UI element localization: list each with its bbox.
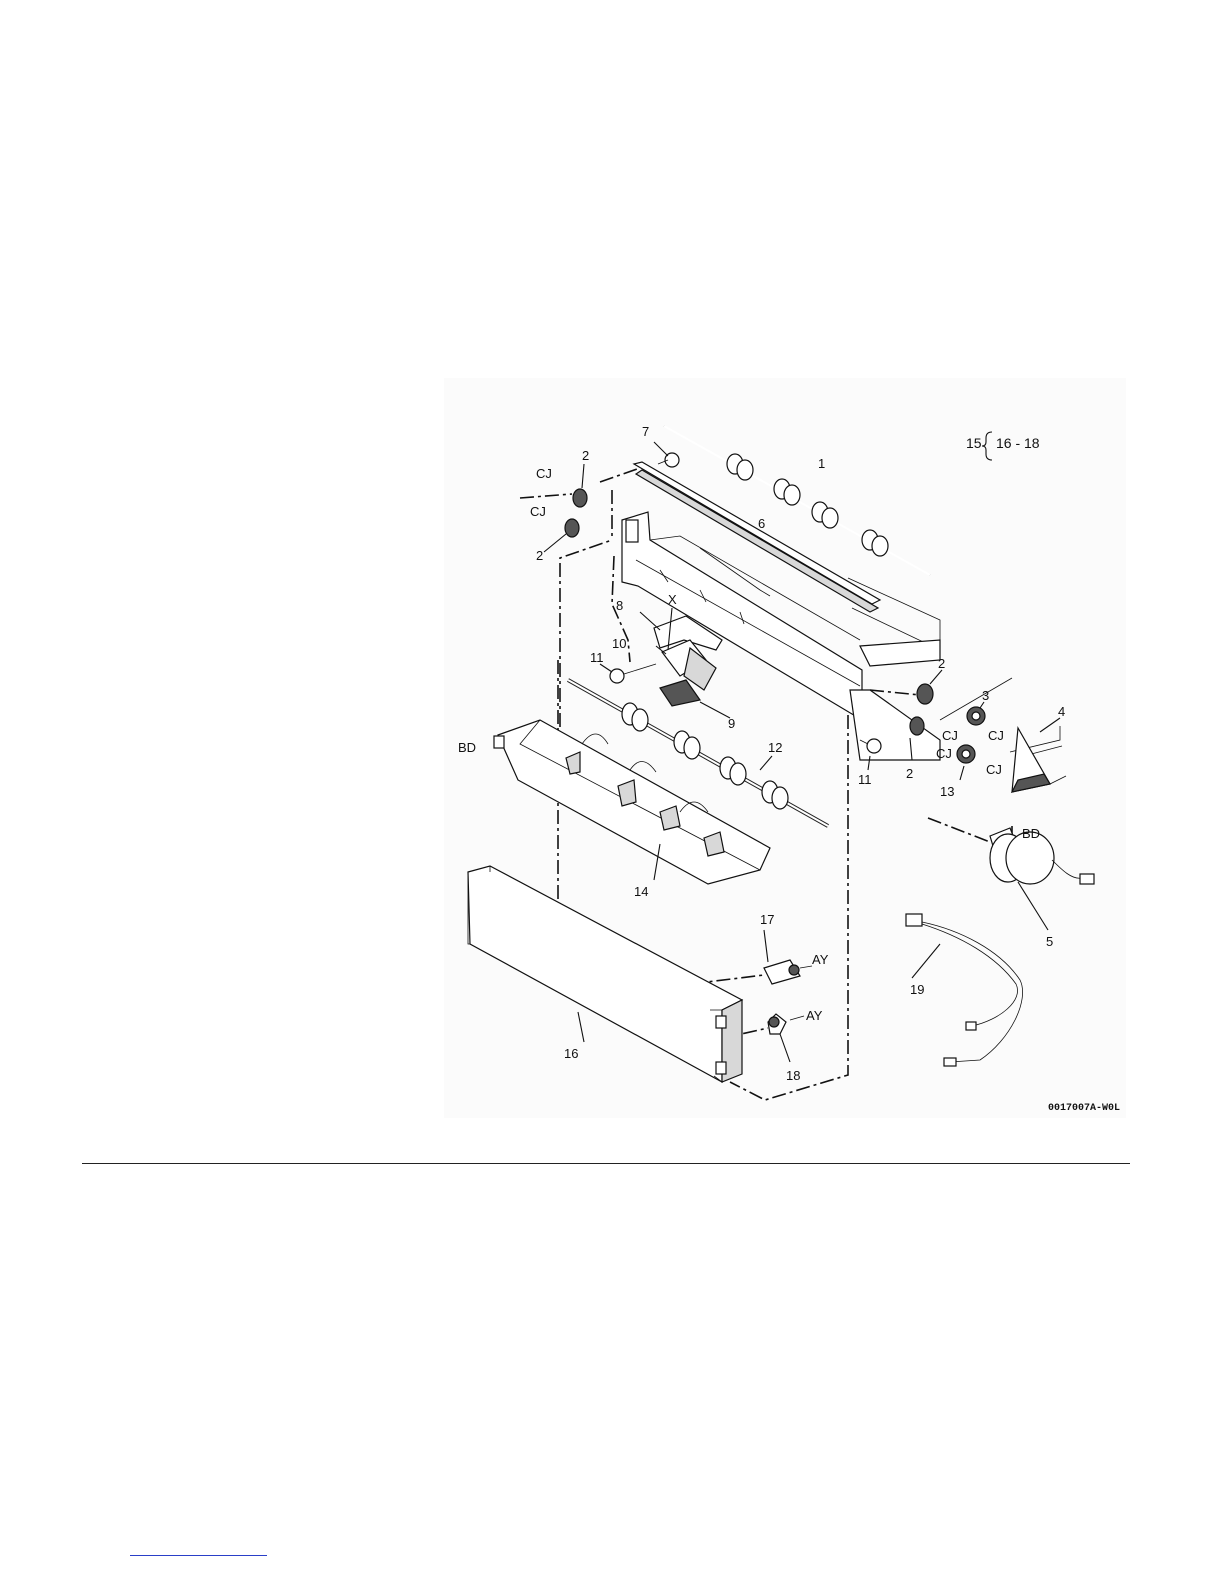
callout-7: 7	[642, 424, 649, 439]
callout-2-b: 2	[536, 548, 543, 563]
callout-6: 6	[758, 516, 765, 531]
callout-2-d: 2	[906, 766, 913, 781]
callout-18: 18	[786, 1068, 800, 1083]
callout-16: 16	[564, 1046, 578, 1061]
footer-link-underline[interactable]	[130, 1555, 267, 1556]
callout-9: 9	[728, 716, 735, 731]
group-note-parent: 15	[966, 435, 982, 451]
group-note: 15 16 - 18	[966, 432, 1040, 460]
group-note-range: 16 - 18	[996, 435, 1040, 451]
tag-ay-1: AY	[812, 952, 829, 967]
tag-ay-2: AY	[806, 1008, 823, 1023]
callout-19: 19	[910, 982, 924, 997]
callout-4: 4	[1058, 704, 1065, 719]
callout-13: 13	[940, 784, 954, 799]
callout-14: 14	[634, 884, 648, 899]
drawing-code: 0017007A-W0L	[1048, 1103, 1120, 1114]
tag-x: X	[668, 592, 677, 607]
callout-8: 8	[616, 598, 623, 613]
tag-cj-1: CJ	[536, 466, 552, 481]
part-7-screw	[654, 442, 679, 467]
part-4-drive-belt	[1012, 718, 1066, 792]
callout-2-a: 2	[582, 448, 589, 463]
tag-cj-2: CJ	[530, 504, 546, 519]
tag-cj-3: CJ	[942, 728, 958, 743]
callout-12: 12	[768, 740, 782, 755]
callout-11-a: 11	[590, 650, 604, 665]
tag-bd-1: BD	[458, 740, 476, 755]
callout-10: 10	[612, 636, 626, 651]
part-14-lower-guide	[494, 720, 770, 884]
callout-2-c: 2	[938, 656, 945, 671]
callout-1: 1	[818, 456, 825, 471]
brace-icon	[982, 432, 992, 460]
tag-bd-2: BD	[1022, 826, 1040, 841]
parts-17-18-actuators	[764, 930, 812, 1062]
tag-cj-5: CJ	[936, 746, 952, 761]
tag-cj-6: CJ	[986, 762, 1002, 777]
callout-5: 5	[1046, 934, 1053, 949]
part-5-motor	[990, 828, 1094, 930]
callout-17: 17	[760, 912, 774, 927]
part-16-cover	[468, 866, 742, 1082]
page-divider	[82, 1163, 1130, 1164]
tag-cj-4: CJ	[988, 728, 1004, 743]
callout-11-b: 11	[858, 772, 872, 787]
callout-3: 3	[982, 688, 989, 703]
